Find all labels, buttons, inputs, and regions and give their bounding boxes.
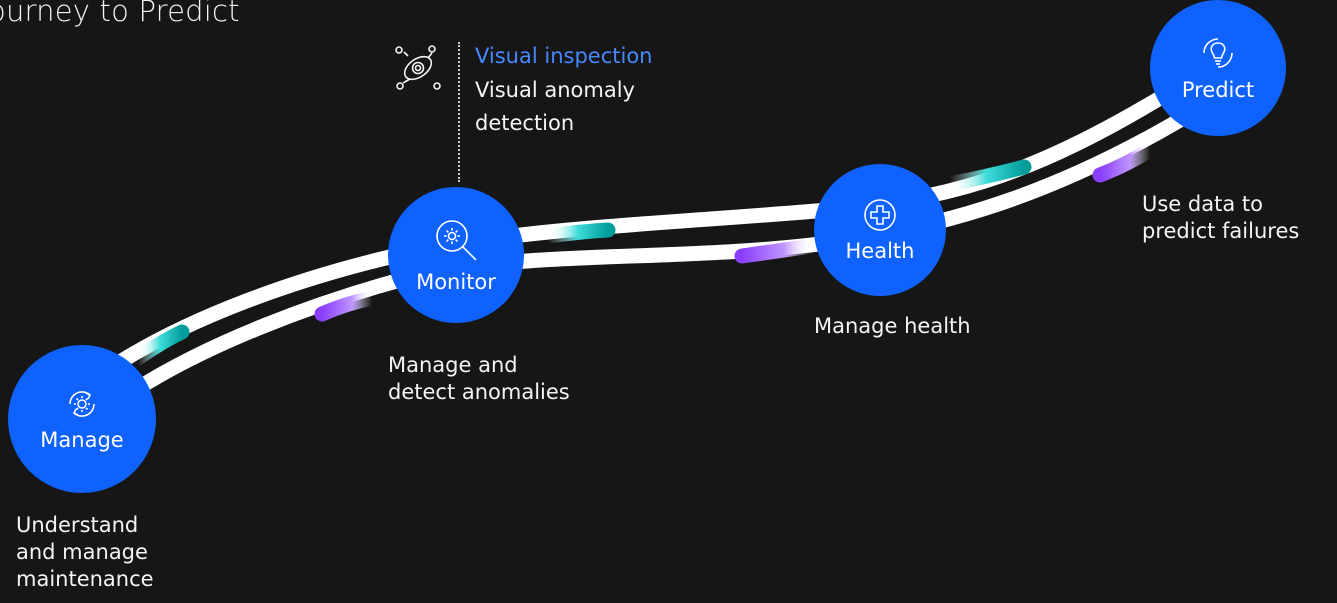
- lightbulb-icon: [1199, 34, 1237, 72]
- accent-teal-3: [942, 159, 1032, 192]
- stage-monitor-caption: Manage and detect anomalies: [388, 352, 570, 406]
- annotation-subtitle-line-1: Visual anomaly: [475, 78, 635, 102]
- stage-health-label: Health: [845, 239, 915, 263]
- accent-purple-1: [314, 290, 380, 322]
- caption-line: Manage and: [388, 353, 518, 377]
- stage-manage-node[interactable]: Manage: [8, 345, 156, 493]
- gear-search-icon: [432, 216, 480, 264]
- accent-purple-2: [734, 238, 820, 264]
- annotation-title: Visual inspection: [475, 44, 653, 68]
- stage-predict-node[interactable]: Predict: [1150, 0, 1286, 136]
- caption-line: Use data to: [1142, 192, 1263, 216]
- caption-line: maintenance: [16, 567, 154, 591]
- caption-line: Understand: [16, 513, 139, 537]
- caption-line: predict failures: [1142, 219, 1300, 243]
- caption-line: detect anomalies: [388, 380, 570, 404]
- stage-predict-caption: Use data to predict failures: [1142, 191, 1299, 245]
- accent-teal-1: [130, 324, 190, 366]
- stage-predict-label: Predict: [1181, 78, 1255, 102]
- stage-monitor-label: Monitor: [416, 270, 496, 294]
- road-track-lower: [112, 112, 1188, 408]
- page-title: ourney to Predict: [0, 0, 240, 28]
- stage-manage-caption: Understand and manage maintenance: [16, 512, 154, 593]
- gear-cycle-icon: [64, 386, 100, 422]
- caption-line: and manage: [16, 540, 148, 564]
- stage-manage-label: Manage: [40, 428, 124, 452]
- stage-health-node[interactable]: Health: [814, 164, 946, 296]
- stage-monitor-node[interactable]: Monitor: [388, 187, 524, 323]
- annotation-connector: [458, 42, 460, 182]
- accent-teal-2: [540, 222, 616, 244]
- accent-purple-3: [1092, 142, 1158, 183]
- health-plus-icon: [862, 197, 898, 233]
- eye-inspection-icon: [392, 42, 444, 94]
- annotation-subtitle-line-2: detection: [475, 111, 575, 135]
- caption-line: Manage health: [814, 314, 971, 338]
- stage-health-caption: Manage health: [814, 313, 971, 340]
